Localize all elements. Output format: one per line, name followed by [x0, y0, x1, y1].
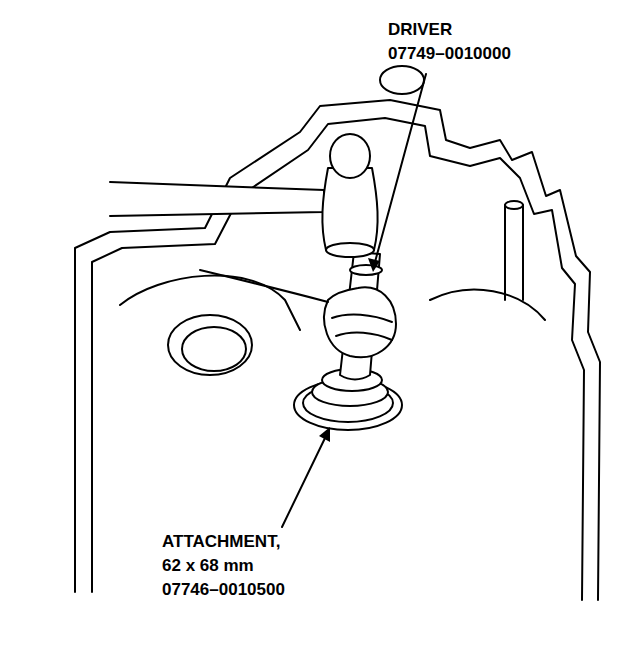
part-name: ATTACHMENT, — [162, 532, 280, 552]
case-rib — [430, 290, 545, 320]
hammer-handle — [110, 182, 324, 216]
case-post — [505, 201, 523, 209]
part-name: DRIVER — [388, 20, 452, 40]
arrowhead — [319, 427, 330, 442]
part-number: 07749–0010000 — [388, 44, 511, 64]
case-hole — [380, 66, 424, 94]
dimension: 62 x 68 mm — [162, 556, 254, 576]
hammer-face — [326, 243, 374, 257]
case-flange — [92, 118, 584, 600]
case-outline — [75, 100, 600, 600]
case-post — [505, 205, 523, 300]
driver-ring — [350, 265, 382, 275]
arm — [200, 270, 328, 302]
case-rib — [120, 276, 300, 330]
case-bore — [182, 327, 246, 371]
arrowhead — [368, 258, 380, 272]
hammer-cap — [330, 134, 370, 178]
hand-fingers — [332, 315, 392, 340]
leader-line — [282, 436, 326, 527]
hammer-head — [322, 168, 377, 250]
hand — [324, 287, 396, 357]
leader-line — [375, 74, 426, 262]
case-bore — [168, 315, 252, 375]
part-number: 07746–0010500 — [162, 580, 285, 600]
